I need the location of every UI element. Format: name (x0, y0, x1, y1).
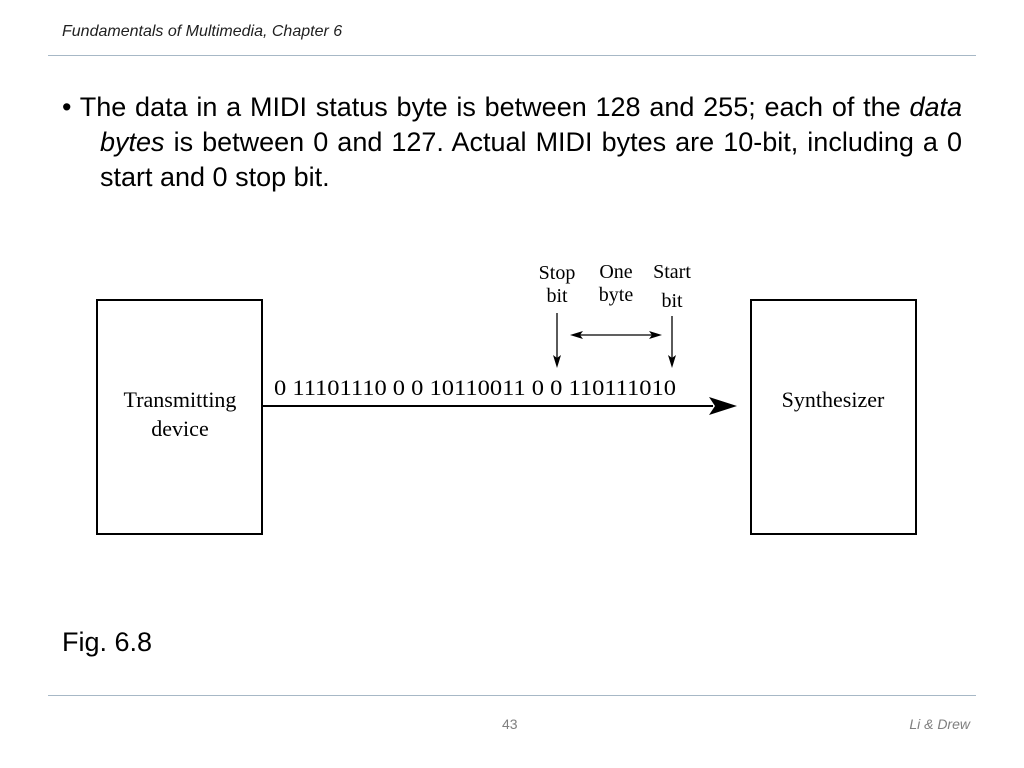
one-byte-label-line2: byte (599, 284, 634, 306)
bullet-text-emphasis: data bytes (100, 92, 962, 157)
start-bit-arrowhead (668, 355, 676, 368)
one-byte-arrowhead-left (570, 331, 583, 339)
footer-divider (48, 695, 976, 696)
synthesizer-label: Synthesizer (782, 387, 885, 412)
transmitting-device-label-line2: device (151, 416, 208, 441)
bit-stream-text: 0 11101110 0 0 10110011 0 0 110111010 (274, 375, 676, 400)
figure-caption: Fig. 6.8 (62, 627, 153, 657)
header-divider (48, 55, 976, 56)
stop-bit-label-line2: bit (546, 285, 568, 307)
transmitting-device-label-line1: Transmitting (124, 387, 237, 412)
one-byte-arrowhead-right (649, 331, 662, 339)
one-byte-label-line1: One (599, 261, 632, 283)
stop-bit-label-line1: Stop (539, 262, 576, 284)
stop-bit-arrowhead (553, 355, 561, 368)
transmitting-device-box (96, 299, 263, 535)
page-number: 43 (502, 716, 518, 732)
transmission-arrowhead (709, 397, 737, 415)
synthesizer-box (750, 299, 917, 535)
slide-header-title: Fundamentals of Multimedia, Chapter 6 (62, 23, 343, 40)
start-bit-label-line1: Start (653, 261, 691, 283)
start-bit-label-line2: bit (661, 290, 683, 312)
bullet-text-part2: is between 0 and 127. Actual MIDI bytes … (100, 127, 962, 192)
footer-author: Li & Drew (909, 716, 970, 732)
bullet-text-part1: The data in a MIDI status byte is betwee… (71, 92, 910, 122)
bullet-paragraph: • The data in a MIDI status byte is betw… (62, 90, 962, 195)
bullet-symbol: • (62, 92, 72, 122)
